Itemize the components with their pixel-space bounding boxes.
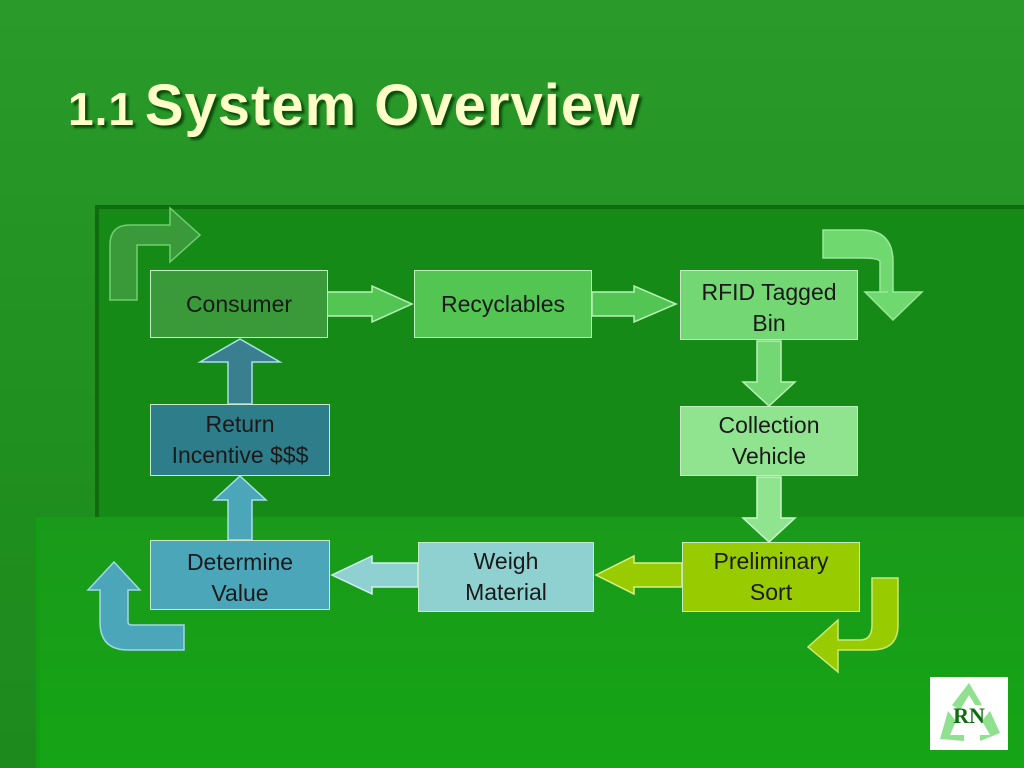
arrow-recyclables-to-bin <box>591 284 678 324</box>
title-number: 1.1 <box>68 83 135 135</box>
arrow-incentive-to-consumer <box>197 338 283 405</box>
curved-arrow-bottom-left <box>86 560 185 651</box>
arrow-vehicle-to-sort <box>741 476 797 544</box>
arrow-weigh-to-value <box>330 554 419 596</box>
arrow-bin-to-vehicle <box>741 340 797 408</box>
logo: RN <box>930 677 1008 750</box>
curved-arrow-bottom-right <box>806 577 899 674</box>
arrow-sort-to-weigh <box>594 554 683 596</box>
box-recyclables: Recyclables <box>414 270 592 338</box>
box-determine-value: Determine Value <box>150 540 330 610</box>
arrow-consumer-to-recyclables <box>326 284 414 324</box>
curved-arrow-top-right <box>822 229 924 322</box>
box-collection-vehicle: Collection Vehicle <box>680 406 858 476</box>
box-return-incentive: Return Incentive $$$ <box>150 404 330 476</box>
arrow-value-to-incentive <box>212 474 268 541</box>
logo-text: RN <box>953 703 985 728</box>
title-text: System Overview <box>144 73 641 138</box>
box-preliminary-sort: Preliminary Sort <box>682 542 860 612</box>
slide-title: 1.1 System Overview <box>68 72 640 139</box>
box-weigh-material: Weigh Material <box>418 542 594 612</box>
box-consumer: Consumer <box>150 270 328 338</box>
recycle-icon: RN <box>940 683 1000 741</box>
curved-arrow-top-left <box>109 206 202 301</box>
box-rfid-tagged-bin: RFID Tagged Bin <box>680 270 858 340</box>
